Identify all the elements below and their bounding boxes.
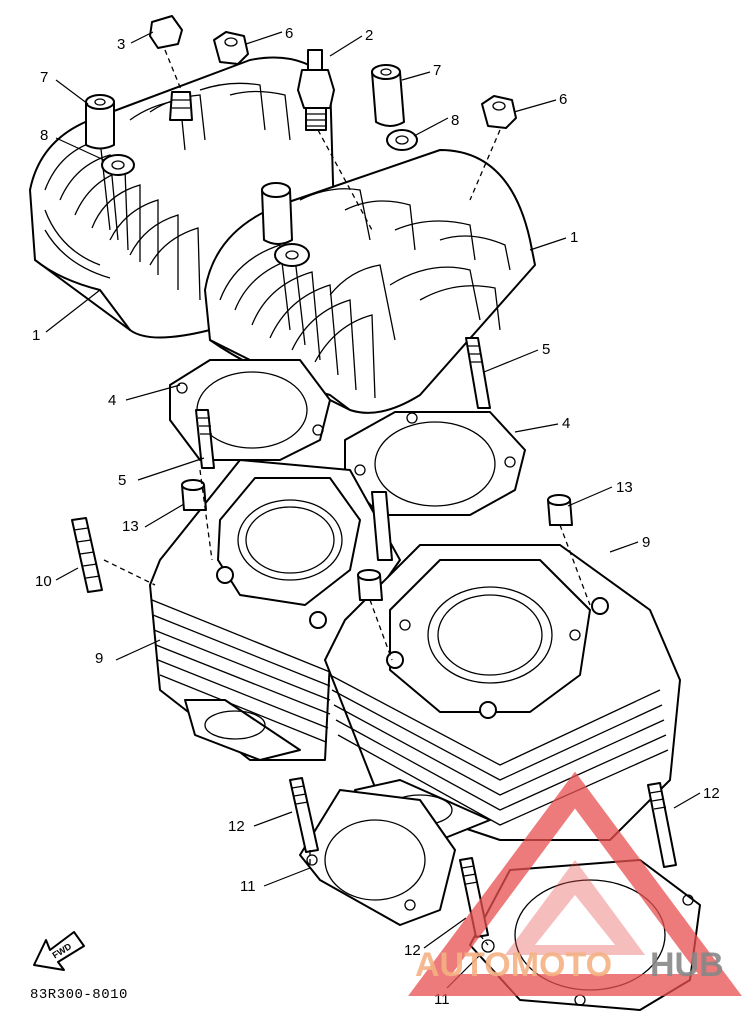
stud-5-right	[465, 337, 491, 409]
label-1-right: 1	[570, 229, 578, 246]
stud-5-left	[195, 409, 215, 469]
label-7-left: 7	[40, 69, 48, 86]
reference-code: 83R300-8010	[30, 987, 128, 1003]
label-11-left: 11	[240, 878, 256, 895]
label-9-left: 9	[95, 650, 103, 667]
stud-12-left	[289, 777, 319, 853]
nut-6-right	[481, 95, 517, 129]
label-2: 2	[365, 27, 373, 44]
head-gasket-right	[344, 411, 526, 516]
watermark-logo	[408, 771, 742, 996]
label-4-right: 4	[562, 415, 570, 432]
label-7-right: 7	[433, 62, 441, 79]
pin-10	[71, 517, 103, 593]
guide-lines	[103, 49, 591, 946]
label-6-right: 6	[559, 91, 567, 108]
label-5-left: 5	[118, 472, 126, 489]
base-gasket-left	[299, 789, 456, 926]
label-12-left: 12	[228, 818, 245, 835]
label-1-left: 1	[32, 327, 40, 344]
head-collar-left	[85, 94, 115, 150]
nut-6-left	[213, 31, 249, 65]
fwd-arrow-icon: FWD	[33, 931, 85, 971]
watermark-text-right: HUB	[650, 946, 724, 984]
label-10: 10	[35, 573, 52, 590]
label-9-right: 9	[642, 534, 650, 551]
label-13-right: 13	[616, 479, 633, 496]
watermark-text: AUTOMOTO HUB	[415, 946, 724, 984]
dowel-13-left	[181, 479, 207, 511]
dowel-13-right	[547, 494, 573, 526]
spark-plug	[297, 49, 335, 131]
watermark-text-left: AUTOMOTO	[415, 946, 612, 984]
head-collar-right	[371, 64, 405, 127]
label-4-left: 4	[108, 392, 116, 409]
dowel-13-center	[357, 569, 383, 601]
head-collar-center	[261, 182, 293, 245]
cylinder-block-left	[149, 459, 401, 761]
head-gasket-left	[169, 359, 331, 461]
label-8-right: 8	[451, 112, 459, 129]
label-13-left: 13	[122, 518, 139, 535]
label-3: 3	[117, 36, 125, 53]
label-6-top: 6	[285, 25, 293, 42]
spark-plug-seat	[169, 91, 193, 121]
dowel-13-mid	[371, 491, 393, 561]
label-12-right: 12	[703, 785, 720, 802]
leader-lines	[45, 31, 701, 989]
stud-12-right	[647, 782, 677, 868]
label-5-right: 5	[542, 341, 550, 358]
label-12-center: 12	[404, 942, 421, 959]
nut-3	[149, 15, 183, 49]
label-8-left: 8	[40, 127, 48, 144]
